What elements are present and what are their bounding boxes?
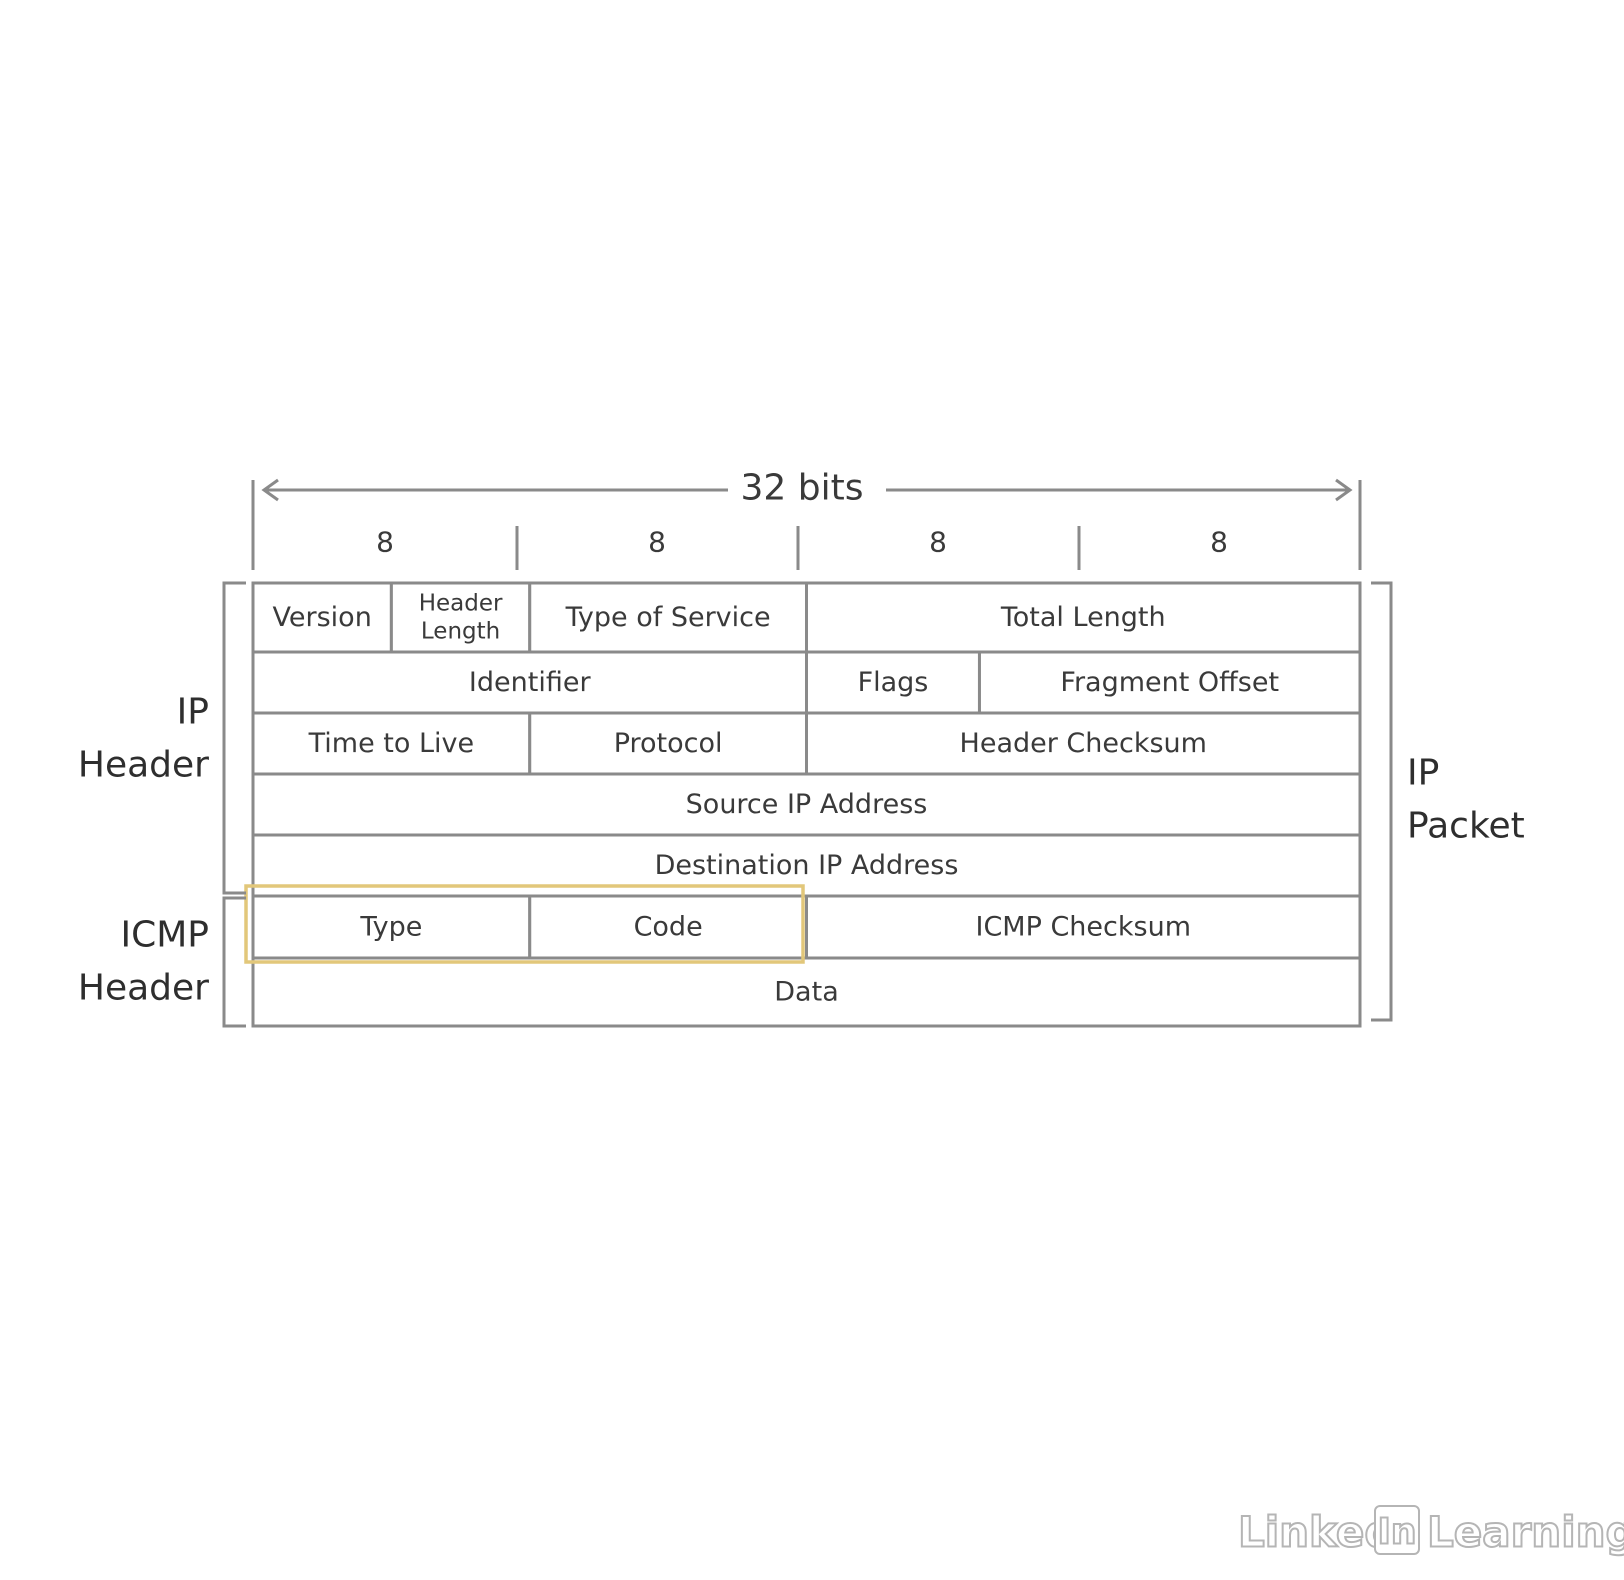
field-cell xyxy=(977,650,1362,715)
logo-learning: Learning xyxy=(1427,1508,1624,1557)
field-label: ICMP Checksum xyxy=(975,912,1191,943)
octet-label: 8 xyxy=(1210,526,1228,559)
bit-width-indicator: 32 bits xyxy=(251,468,1362,570)
field-label: Identifier xyxy=(469,667,592,698)
icmp-header-label-line2: Header xyxy=(78,968,209,1009)
group-labels: IP Header ICMP Header IP Packet xyxy=(78,692,1525,1009)
left-brackets xyxy=(222,581,246,1028)
field-label: Data xyxy=(774,977,838,1008)
ip-packet-bracket xyxy=(1371,581,1393,1022)
width-label: 32 bits xyxy=(741,468,864,509)
field-label: Total Length xyxy=(1000,602,1166,633)
logo-in-box xyxy=(1374,1505,1420,1555)
octet-label: 8 xyxy=(929,526,947,559)
ip-packet-label-line2: Packet xyxy=(1407,806,1525,847)
octet-scale: 8 8 8 8 xyxy=(376,526,1228,570)
type-code-highlight xyxy=(244,884,805,964)
field-label: Destination IP Address xyxy=(655,850,959,881)
icmp-header-bracket xyxy=(222,896,246,1028)
field-label: Version xyxy=(273,602,372,633)
field-label: Source IP Address xyxy=(686,789,928,820)
field-label: Type xyxy=(359,912,422,943)
ip-header-bracket xyxy=(222,581,246,895)
field-cell xyxy=(528,711,808,776)
ip-header-label-line2: Header xyxy=(78,745,209,786)
field-label: Time to Live xyxy=(308,728,474,759)
octet-label: 8 xyxy=(648,526,666,559)
icmp-header-label-line1: ICMP xyxy=(120,915,209,956)
field-label-line: Length xyxy=(421,619,500,645)
field-cell xyxy=(251,956,1362,1028)
ip-packet-label-line1: IP xyxy=(1407,753,1439,794)
arrow-right-icon xyxy=(1335,478,1353,502)
octet-label: 8 xyxy=(376,526,394,559)
linkedin-learning-logo: Linked In Learning xyxy=(1237,1505,1624,1558)
logo-linked: Linked xyxy=(1238,1508,1394,1557)
field-cell xyxy=(251,894,532,960)
ip-header-label-line1: IP xyxy=(177,692,209,733)
field-cell xyxy=(251,772,1362,837)
field-label: Code xyxy=(634,912,703,943)
field-label-line: Header xyxy=(419,591,503,617)
field-cell xyxy=(805,894,1362,960)
field-label: Header Checksum xyxy=(960,728,1207,759)
field-label: Fragment Offset xyxy=(1060,667,1279,698)
field-label: Flags xyxy=(858,667,929,698)
field-label: Type of Service xyxy=(565,602,771,633)
field-label: Protocol xyxy=(614,728,723,759)
arrow-left-icon xyxy=(261,478,279,502)
logo-in: In xyxy=(1377,1512,1416,1553)
